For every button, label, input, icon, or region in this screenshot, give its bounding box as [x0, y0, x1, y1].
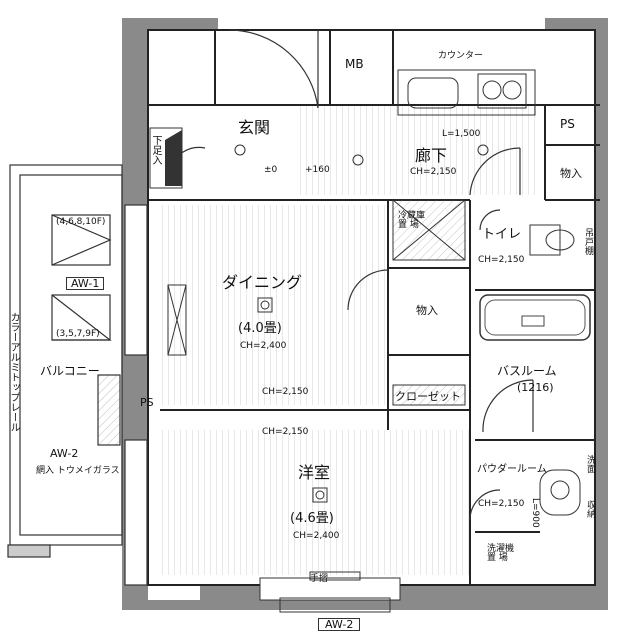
closet-label: クローゼット: [395, 390, 461, 403]
powder-length: L=900: [530, 498, 540, 528]
dining-size: (4.0畳): [238, 321, 282, 336]
floor-level-1: ±0: [264, 165, 278, 175]
storage-corridor-label: 物入: [560, 167, 582, 180]
floor-level-2: +160: [305, 165, 330, 175]
powder-lamp: 洗面: [585, 455, 595, 473]
powder-storage: 収納: [585, 500, 595, 518]
bath-size: (1216): [517, 381, 554, 394]
mb-label: MB: [345, 57, 364, 71]
ch-a: CH=2,150: [262, 387, 309, 397]
counter-length: L=1,500: [442, 129, 481, 139]
bathtub: [479, 294, 591, 341]
counter-label: カウンター: [438, 51, 484, 61]
shoe-box-label: 下足入: [150, 135, 161, 165]
aw1-floors-top: (4,6,8,10F): [56, 217, 106, 227]
ps-left-label: PS: [140, 396, 154, 409]
corridor-label: 廊下: [415, 146, 448, 165]
dining-label: ダイニング: [222, 273, 303, 292]
corridor-floor: [300, 105, 540, 195]
aw1-label: AW-1: [66, 277, 105, 290]
ch-b: CH=2,150: [262, 427, 309, 437]
storage-mid-label: 物入: [416, 304, 438, 317]
western-size: (4.6畳): [290, 511, 334, 526]
dining-floor: [160, 205, 388, 405]
western-ch: CH=2,400: [293, 531, 340, 541]
entrance-label: 玄関: [238, 118, 271, 137]
powder-label: パウダールーム: [477, 464, 547, 475]
aw1-floors-bottom: (3,5,7,9F): [56, 329, 100, 339]
toilet-ch: CH=2,150: [478, 255, 525, 265]
ps-top-label: PS: [560, 117, 575, 131]
toilet-cabinet: 吊戸棚: [583, 228, 593, 255]
balcony-label: バルコニー: [40, 364, 100, 378]
aw2-bottom-label: AW-2: [318, 618, 361, 631]
fridge-label: 冷蔵庫 置 場: [398, 211, 426, 230]
balcony-rail: カラーアルミトップレール: [8, 312, 19, 432]
dining-ch: CH=2,400: [240, 341, 287, 351]
bath-label: バスルーム: [497, 364, 557, 378]
corridor-ch: CH=2,150: [410, 167, 457, 177]
handrail-label: 手摺: [310, 574, 329, 584]
aw2-glass: 網入 トウメイガラス: [36, 466, 120, 476]
western-label: 洋室: [298, 463, 331, 482]
lights: [234, 144, 489, 503]
balcony: [7, 164, 148, 586]
laundry-label: 洗濯機 置 場: [487, 544, 515, 563]
toilet-label: トイレ: [482, 227, 522, 242]
powder-ch: CH=2,150: [478, 499, 525, 509]
aw2-label: AW-2: [50, 447, 79, 460]
doors: [169, 29, 534, 521]
